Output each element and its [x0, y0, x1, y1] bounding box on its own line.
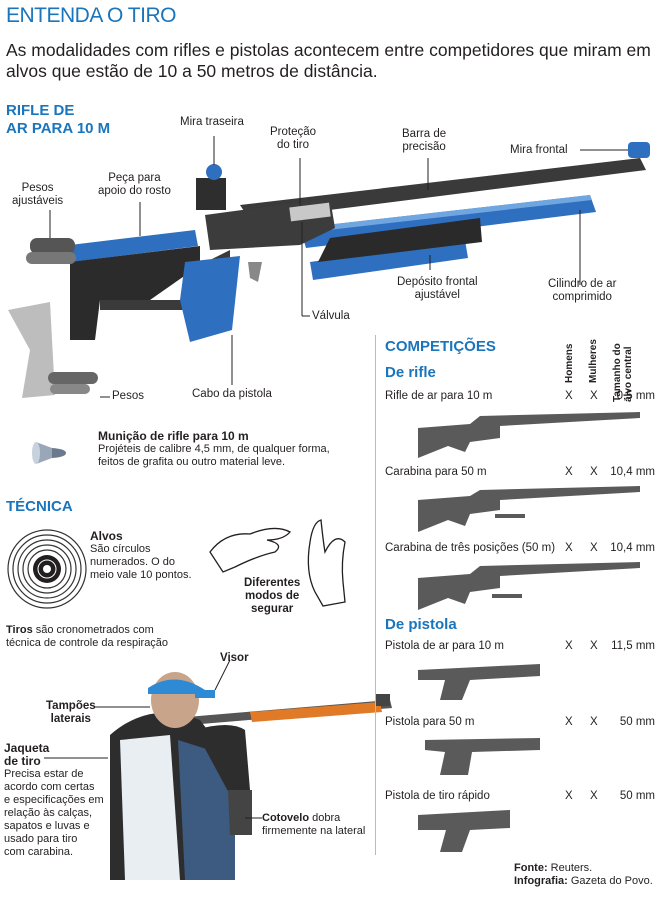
competition-tamanho: 11,5 mm: [611, 640, 655, 652]
municao-block: Munição de rifle para 10 m Projéteis de …: [98, 429, 330, 469]
competition-tamanho: 0,5 mm: [616, 390, 655, 402]
butt-plate: [8, 302, 55, 398]
footer-credits: Fonte: Reuters. Infografia: Gazeta do Po…: [514, 862, 653, 887]
rifle-heading-line1: RIFLE DE: [6, 102, 75, 119]
jaqueta-desc-line: usado para tiro: [4, 833, 78, 845]
competition-tamanho: 50 mm: [619, 716, 655, 728]
rifle-heading-line2: AR PARA 10 M: [6, 120, 111, 137]
silhouette-rifle-ar: [418, 412, 640, 458]
competition-mulheres: X: [590, 640, 598, 652]
modos-segurar: Diferentes modos de segurar: [244, 577, 301, 615]
cotovelo-block: Cotovelo dobra firmemente na lateral: [262, 812, 366, 837]
competition-name: Pistola de tiro rápido: [385, 790, 490, 802]
competicoes-heading: COMPETIÇÕES: [385, 338, 496, 355]
competition-mulheres: X: [590, 390, 598, 402]
competition-row: Pistola de tiro rápido X X 50 mm: [385, 790, 655, 806]
intro-text: As modalidades com rifles e pistolas aco…: [6, 40, 651, 81]
label-deposito-frontal: Depósito frontal ajustável: [397, 276, 478, 301]
label-mira-traseira: Mira traseira: [180, 116, 244, 128]
label-pesos: Pesos: [112, 390, 144, 402]
silhouette-pistola-ar: [418, 664, 540, 700]
competition-name: Carabina de três posições (50 m): [385, 542, 556, 554]
label-valvula: Válvula: [312, 310, 350, 322]
target-icon: [7, 529, 87, 609]
rifle-barrel: [240, 158, 646, 220]
jaqueta-desc-line: acordo com certas: [4, 781, 95, 793]
competition-name: Pistola de ar para 10 m: [385, 640, 504, 652]
pellet-icon: [32, 442, 66, 464]
hands-illustration: [209, 519, 346, 607]
tiros-block: Tiros são cronometrados com técnica de c…: [6, 624, 169, 649]
label-mira-frontal: Mira frontal: [510, 144, 568, 156]
label-cilindro: Cilindro de ar comprimido: [548, 278, 617, 303]
label-pesos-ajustaveis: Pesos ajustáveis: [12, 182, 64, 207]
label-visor: Visor: [220, 652, 249, 664]
group-de-rifle: De rifle: [385, 364, 436, 381]
jaqueta-desc-line: Precisa estar de: [4, 768, 84, 780]
silhouette-carabina-50: [418, 486, 640, 532]
competition-mulheres: X: [590, 790, 598, 802]
competition-homens: X: [565, 716, 573, 728]
jaqueta-desc-line: e especificações em: [4, 794, 104, 806]
pistol-grip: [180, 256, 240, 342]
silhouette-pistola-rapido: [418, 810, 510, 852]
competition-homens: X: [565, 466, 573, 478]
jaqueta-desc-line: relação às calças,: [4, 807, 93, 819]
alvos-block: Alvos São círculos numerados. O do meio …: [90, 529, 192, 582]
adjustable-weights: [30, 238, 75, 254]
competition-name: Rifle de ar para 10 m: [385, 390, 493, 402]
competition-mulheres: X: [590, 466, 598, 478]
silhouette-carabina-3p: [418, 562, 640, 610]
competition-homens: X: [565, 790, 573, 802]
rear-sight: [196, 178, 226, 210]
competition-tamanho: 10,4 mm: [610, 466, 655, 478]
competition-row: Carabina para 50 m X X 10,4 mm: [385, 466, 655, 482]
competition-row: Pistola para 50 m X X 50 mm: [385, 716, 655, 732]
label-protecao: Proteção do tiro: [270, 126, 317, 151]
label-tampoes: Tampões laterais: [46, 700, 96, 725]
label-barra-precisao: Barra de precisão: [402, 128, 447, 153]
tecnica-heading: TÉCNICA: [6, 498, 73, 515]
rifle-stock: [70, 246, 200, 340]
page-title: ENTENDA O TIRO: [6, 4, 176, 27]
label-cabo-pistola: Cabo da pistola: [192, 388, 272, 400]
rifle-heading: RIFLE DE AR PARA 10 M: [6, 102, 110, 138]
competition-name: Carabina para 50 m: [385, 466, 487, 478]
silhouette-pistola-50: [425, 738, 540, 775]
jaqueta-desc-line: com carabina.: [4, 846, 74, 858]
competition-mulheres: X: [590, 716, 598, 728]
label-peca-apoio-rosto: Peça para apoio do rosto: [98, 172, 171, 197]
competition-row: Pistola de ar para 10 m X X 11,5 mm: [385, 640, 655, 656]
jaqueta-desc-line: sapatos e luvas e: [4, 820, 90, 832]
cheek-piece: [70, 230, 198, 262]
competition-row: Rifle de ar para 10 m X X 0,5 mm: [385, 390, 655, 406]
competition-tamanho: 10,4 mm: [610, 542, 655, 554]
competition-tamanho: 50 mm: [619, 790, 655, 802]
competition-name: Pistola para 50 m: [385, 716, 475, 728]
competition-mulheres: X: [590, 542, 598, 554]
competition-homens: X: [565, 542, 573, 554]
competition-homens: X: [565, 640, 573, 652]
competition-row: Carabina de três posições (50 m) X X 10,4 m…: [385, 542, 655, 558]
bottom-weights: [48, 372, 98, 384]
competition-homens: X: [565, 390, 573, 402]
front-deposit: [310, 240, 468, 280]
column-divider: [375, 335, 376, 855]
front-sight: [628, 142, 650, 158]
group-de-pistola: De pistola: [385, 616, 457, 633]
